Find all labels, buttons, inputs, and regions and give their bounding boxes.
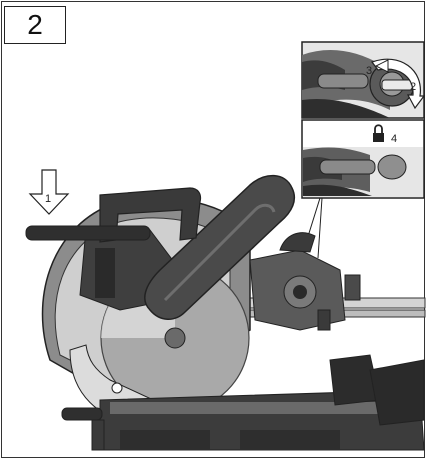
front-handle-bar (25, 225, 151, 241)
miter-saw (25, 174, 426, 451)
callout-pin-label: 3 (366, 65, 372, 77)
slide-lock-mechanism (249, 232, 346, 331)
rotate-arrow-small-icon (374, 59, 389, 73)
saw-handle (99, 187, 202, 243)
rotate-arrow-icon (371, 58, 426, 110)
down-arrow-icon (28, 169, 70, 215)
inset-detail-panels: 3 2 4 (299, 41, 426, 263)
inset-bottom-mechanism (303, 147, 423, 197)
step-number: 2 (4, 6, 66, 44)
callout-press-handle-label: 1 (45, 193, 51, 205)
lock-icon (373, 124, 384, 142)
callout-rotate-label: 2 (410, 81, 416, 93)
base-lock-knob (61, 407, 103, 421)
callout-locked-label: 4 (391, 133, 397, 145)
